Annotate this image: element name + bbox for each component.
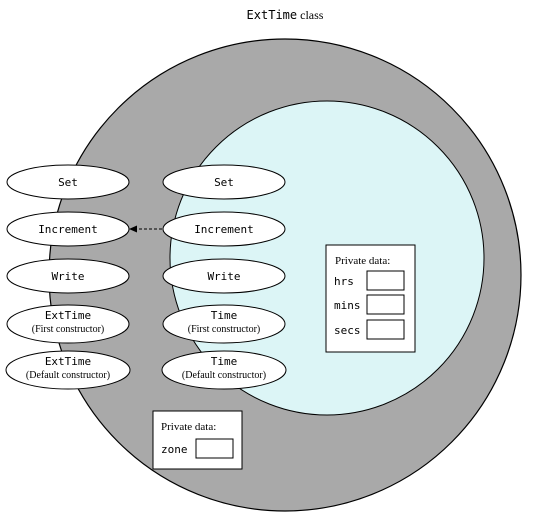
time-method-first-constructor-name: Time bbox=[211, 309, 238, 322]
time-method-set: Set bbox=[162, 164, 286, 200]
ext-method-first-constructor-note: (First constructor) bbox=[32, 324, 105, 335]
ext-method-default-constructor-note: (Default constructor) bbox=[26, 370, 110, 381]
field-slot-secs bbox=[366, 319, 405, 340]
time-method-first-constructor: Time (First constructor) bbox=[162, 304, 286, 344]
field-label-mins: mins bbox=[334, 299, 361, 312]
ext-time-method-ellipses: Set Increment Write ExtTime (First const… bbox=[5, 164, 131, 390]
time-method-default-constructor: Time (Default constructor) bbox=[161, 350, 287, 390]
ext-method-first-constructor-name: ExtTime bbox=[45, 309, 91, 322]
increment-call-arrow bbox=[129, 225, 162, 233]
ext-method-set: Set bbox=[6, 164, 130, 200]
time-method-increment: Increment bbox=[162, 211, 286, 247]
time-method-set-label: Set bbox=[214, 176, 234, 189]
ext-method-set-shape bbox=[6, 164, 130, 200]
ext-method-default-constructor-shape bbox=[5, 350, 131, 390]
title-class-name: ExtTime bbox=[247, 8, 298, 22]
ext-method-set-label: Set bbox=[58, 176, 78, 189]
ext-method-default-constructor: ExtTime (Default constructor) bbox=[5, 350, 131, 390]
ext-method-write: Write bbox=[6, 258, 130, 294]
time-method-default-constructor-name: Time bbox=[211, 355, 238, 368]
time-method-write: Write bbox=[162, 258, 286, 294]
time-method-default-constructor-shape bbox=[161, 350, 287, 390]
field-label-hrs: hrs bbox=[334, 275, 354, 288]
ext-method-first-constructor-shape bbox=[6, 304, 130, 344]
arrowhead-icon bbox=[129, 225, 137, 233]
time-private-data-heading: Private data: bbox=[335, 255, 390, 267]
field-slot-zone bbox=[195, 438, 234, 459]
time-method-write-label: Write bbox=[207, 270, 240, 283]
field-slot-mins bbox=[366, 294, 405, 315]
time-method-default-constructor-note: (Default constructor) bbox=[182, 370, 266, 381]
time-method-increment-shape bbox=[162, 211, 286, 247]
ext-method-increment-label: Increment bbox=[38, 223, 98, 236]
title-class-word: class bbox=[300, 8, 324, 22]
time-private-data-box: Private data: hrs mins secs bbox=[325, 244, 416, 353]
ext-method-default-constructor-name: ExtTime bbox=[45, 355, 91, 368]
ext-method-write-shape bbox=[6, 258, 130, 294]
time-method-set-shape bbox=[162, 164, 286, 200]
ext-method-first-constructor: ExtTime (First constructor) bbox=[6, 304, 130, 344]
ext-method-increment: Increment bbox=[6, 211, 130, 247]
ext-time-private-data-box: Private data: zone bbox=[152, 410, 243, 470]
time-method-write-shape bbox=[162, 258, 286, 294]
ext-method-write-label: Write bbox=[51, 270, 84, 283]
time-method-increment-label: Increment bbox=[194, 223, 254, 236]
time-method-ellipses: Set Increment Write Time (First construc… bbox=[161, 164, 287, 390]
field-label-zone: zone bbox=[161, 443, 188, 456]
time-method-first-constructor-shape bbox=[162, 304, 286, 344]
field-slot-hrs bbox=[366, 270, 405, 291]
diagram-title: ExtTime class bbox=[247, 8, 324, 22]
field-label-secs: secs bbox=[334, 324, 361, 337]
ext-time-private-data-heading: Private data: bbox=[161, 421, 216, 433]
time-method-first-constructor-note: (First constructor) bbox=[188, 324, 261, 335]
